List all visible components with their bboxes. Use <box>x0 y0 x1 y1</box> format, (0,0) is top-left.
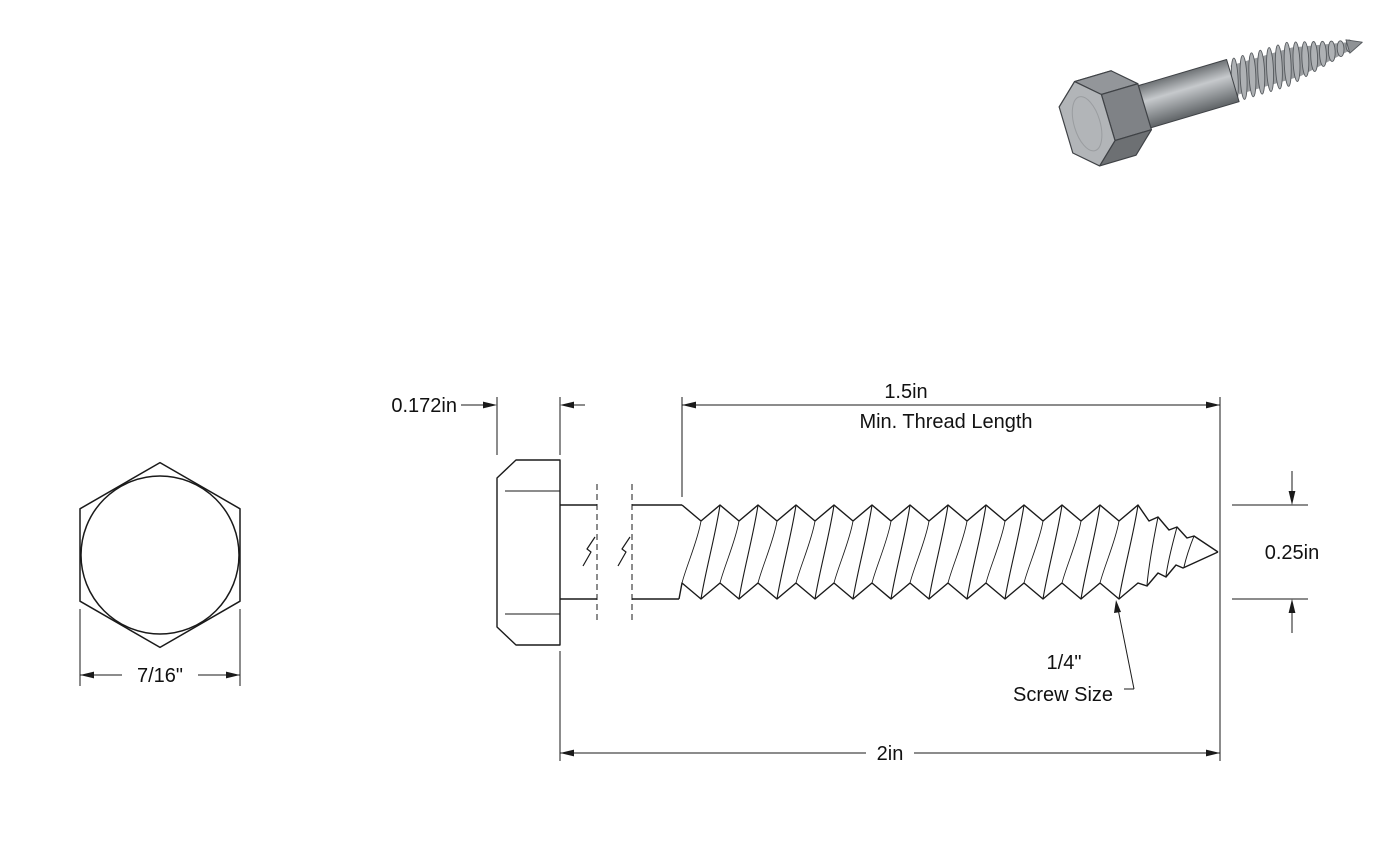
thread-ridge-3d <box>1327 40 1336 62</box>
thread-back-flank <box>909 520 930 584</box>
thread-ridge-3d <box>1310 41 1319 72</box>
point-flank <box>1165 526 1178 577</box>
screw-size-label: 1/4" <box>1047 652 1082 674</box>
thread-ridge-3d <box>1301 41 1310 77</box>
thread-flank <box>852 504 873 600</box>
thread-flank <box>890 504 911 600</box>
head-front-face-3d <box>1058 80 1116 167</box>
thread-back-flank <box>795 520 816 584</box>
thread-ridge-3d <box>1336 40 1345 58</box>
head-height-label: 0.172in <box>391 395 457 417</box>
thread-back-flank <box>1099 520 1120 584</box>
dimension-head-height: 0.172in <box>391 395 585 455</box>
thread-ridge-3d <box>1319 40 1327 67</box>
thread-back-flank <box>871 520 892 584</box>
thread-back-flank <box>1023 520 1044 584</box>
hex-width-label: 7/16" <box>137 665 183 687</box>
dimension-thread-length: 1.5in Min. Thread Length <box>681 381 1221 761</box>
thread-flank <box>776 504 797 600</box>
thread-top-outline <box>681 504 1219 553</box>
thread-flank <box>1004 504 1025 600</box>
thread-ridge-3d <box>1239 54 1248 100</box>
thread-length-note: Min. Thread Length <box>859 411 1032 433</box>
isometric-render <box>1058 39 1363 167</box>
overall-length-label: 2in <box>877 743 904 765</box>
thread-flank <box>966 504 987 600</box>
thread-ridge-3d <box>1283 41 1292 87</box>
head-outline <box>496 459 561 646</box>
thread-back-flank <box>985 520 1006 584</box>
thread-back-flank <box>757 520 778 584</box>
arrowhead <box>483 401 497 409</box>
thread-flank <box>1118 504 1139 600</box>
leader-line <box>1116 603 1135 690</box>
arrowhead <box>682 401 696 409</box>
thread-back-flank <box>947 520 968 584</box>
arrowhead <box>1206 401 1220 409</box>
screw-tip-3d <box>1345 39 1363 54</box>
thread-ridge-3d <box>1292 41 1301 82</box>
side-profile-view <box>496 459 1219 646</box>
thread-ridge-3d <box>1266 47 1275 92</box>
diameter-label: 0.25in <box>1265 542 1320 564</box>
thread-back-flank <box>681 520 702 584</box>
break-mark <box>582 536 596 567</box>
hex-head-front-view <box>79 461 241 649</box>
thread-back-flank <box>833 520 854 584</box>
thread-flank <box>1042 504 1063 600</box>
dimension-overall-length: 2in <box>559 651 1220 765</box>
arrowhead <box>1288 599 1296 613</box>
break-mark <box>617 536 631 567</box>
arrowhead <box>560 401 574 409</box>
point-flank <box>1146 516 1159 586</box>
thread-back-flank <box>719 520 740 584</box>
thread-ridge-3d <box>1248 52 1257 98</box>
thread-flank <box>1080 504 1101 600</box>
thread-profile <box>678 504 1219 600</box>
arrowhead <box>560 749 574 757</box>
thread-length-label: 1.5in <box>884 381 927 403</box>
thread-ridge-3d <box>1257 49 1266 95</box>
arrowhead <box>1206 749 1220 757</box>
screw-size-note: Screw Size <box>1013 684 1113 706</box>
arrowhead <box>80 671 94 679</box>
hex-outline <box>79 461 241 649</box>
dimension-hex-width: 7/16" <box>79 609 241 687</box>
thread-back-flank <box>1061 520 1082 584</box>
thread-flank <box>928 504 949 600</box>
head-chamfer-circle-3d <box>1071 96 1103 152</box>
head-inscribed-circle <box>80 475 240 635</box>
dimension-diameter: 0.25in <box>1232 471 1319 633</box>
thread-helix-3d <box>1230 39 1354 103</box>
callout-screw-size: 1/4" Screw Size <box>1013 600 1135 706</box>
thread-flank <box>814 504 835 600</box>
thread-bottom-outline <box>678 551 1219 600</box>
thread-flank <box>738 504 759 600</box>
point-flank <box>1183 535 1195 568</box>
arrowhead <box>1288 491 1296 505</box>
thread-flank <box>700 504 721 600</box>
arrowhead <box>226 671 240 679</box>
shank-3d <box>1134 58 1240 130</box>
arrowhead <box>1114 600 1121 613</box>
